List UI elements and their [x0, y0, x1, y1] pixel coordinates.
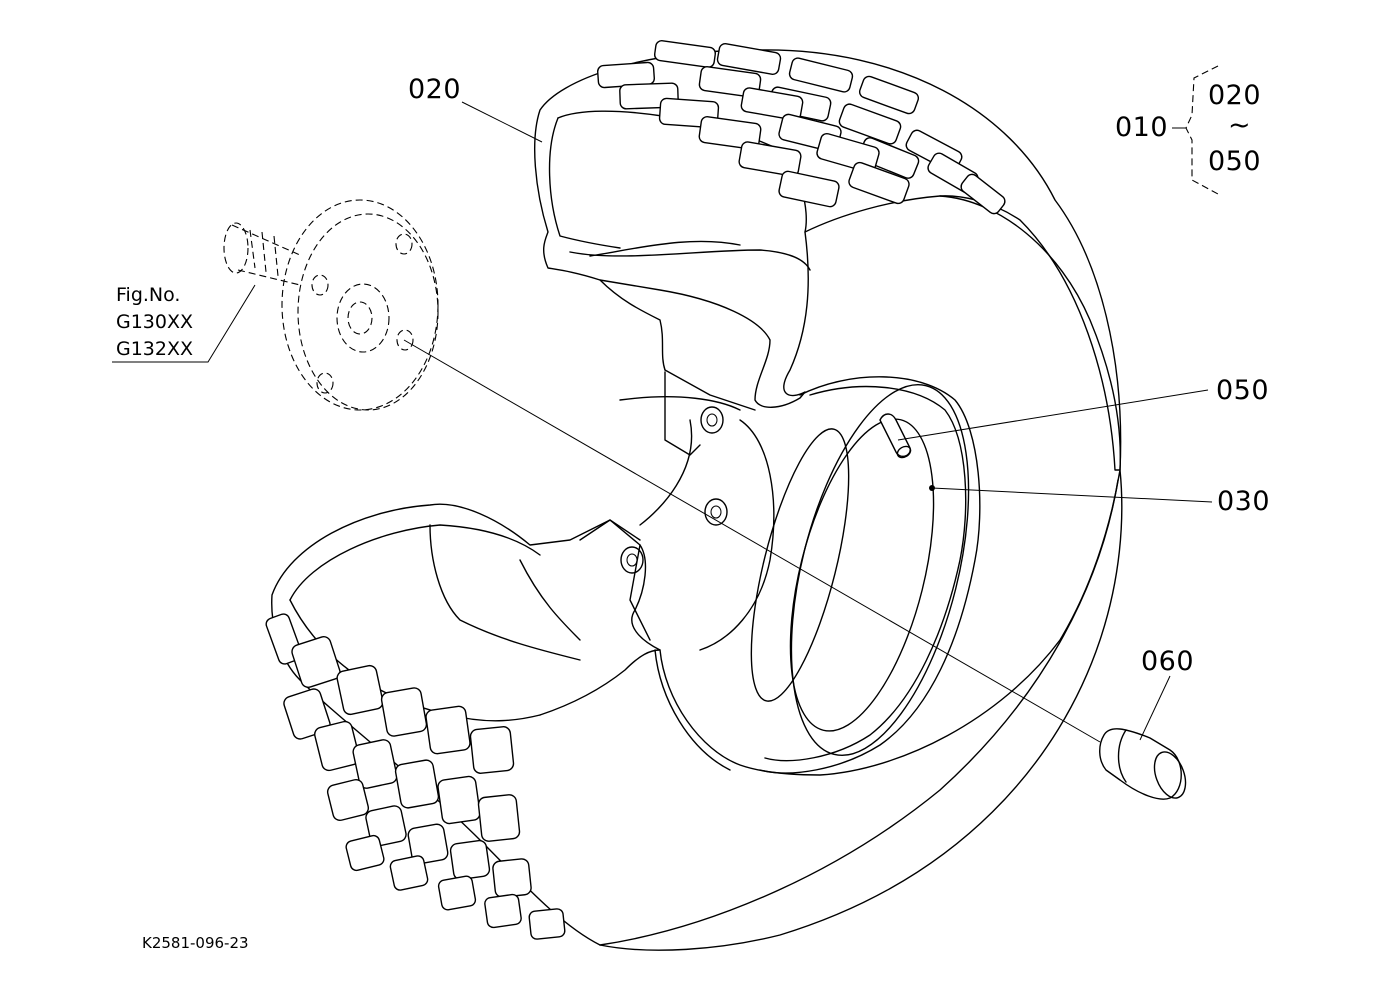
figure-ref-title: Fig.No. — [116, 284, 181, 306]
callout-060: 060 — [1141, 646, 1195, 677]
drawing-code: K2581-096-23 — [142, 934, 249, 952]
assembly-range-start: 020 — [1208, 80, 1262, 111]
hub-flange-reference — [223, 199, 439, 411]
callout-030: 030 — [1217, 486, 1271, 517]
tire-upper-half — [534, 39, 1122, 471]
assembly-bracket — [1185, 65, 1219, 195]
tread-lugs-upper — [597, 39, 1006, 215]
assembly-range-end: 050 — [1208, 146, 1262, 177]
wheel-rim — [579, 371, 981, 774]
valve-cap — [1099, 728, 1187, 800]
tire-lower-half — [265, 469, 1123, 951]
figure-ref-line-1: G130XX — [116, 311, 194, 333]
callout-050: 050 — [1216, 375, 1270, 406]
valve-stem — [879, 413, 912, 459]
callout-020: 020 — [408, 74, 462, 105]
rim-bolt-holes — [620, 406, 728, 574]
figure-ref-line-2: G132XX — [116, 338, 194, 360]
assembly-range-tilde: ~ — [1228, 110, 1252, 141]
callout-010: 010 — [1115, 112, 1169, 143]
tread-lugs-lower — [265, 613, 566, 940]
leader-lines — [112, 101, 1213, 743]
